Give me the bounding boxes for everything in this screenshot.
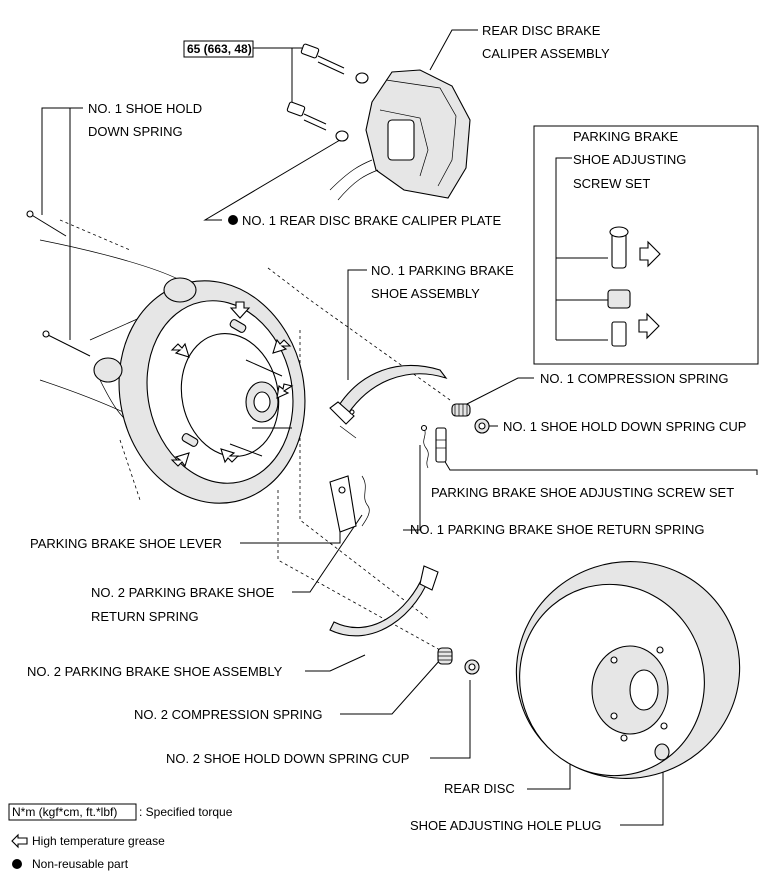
- legend-torque-key: N*m (kgf*cm, ft.*lbf): [12, 805, 117, 819]
- torque-key-box: [8, 803, 137, 821]
- return-spring2-label-line1: NO. 2 PARKING BRAKE SHOE: [91, 585, 275, 600]
- hold-down-pins: [26, 210, 91, 357]
- shoe2-label: NO. 2 PARKING BRAKE SHOE ASSEMBLY: [27, 664, 283, 679]
- adj-box-label-line1: PARKING BRAKE: [573, 129, 679, 144]
- legend-grease-text: High temperature grease: [32, 834, 165, 848]
- return-spring-1: [420, 424, 429, 469]
- compression-spring-1: [451, 403, 471, 417]
- return-spring2-label-line2: RETURN SPRING: [91, 609, 199, 624]
- spring-cup-1: [474, 418, 490, 434]
- comp-spring1-label: NO. 1 COMPRESSION SPRING: [540, 371, 729, 386]
- hold-spring-label-line2: DOWN SPRING: [88, 124, 183, 139]
- shoe1-label-line2: SHOE ASSEMBLY: [371, 286, 480, 301]
- compression-spring-2: [437, 647, 453, 665]
- shoe1-label-line1: NO. 1 PARKING BRAKE: [371, 263, 514, 278]
- cup2-label: NO. 2 SHOE HOLD DOWN SPRING CUP: [166, 751, 409, 766]
- hollow-arrow-icon: [11, 833, 28, 849]
- adjusting-screw-detail-box: [533, 125, 759, 365]
- adjusting-screw-set: [435, 427, 447, 463]
- adj-box-label-line3: SCREW SET: [573, 176, 650, 191]
- parking-brake-shoe-2: [329, 565, 439, 637]
- legend-nonreusable-text: Non-reusable part: [32, 857, 129, 871]
- nonreusable-dot-icon: [228, 215, 238, 225]
- rear-disc-label: REAR DISC: [444, 781, 515, 796]
- backing-plate-hub: [39, 239, 306, 504]
- caliper-bolt-upper: [300, 43, 369, 84]
- spring-cup-2: [464, 659, 480, 675]
- hole-plug-label: SHOE ADJUSTING HOLE PLUG: [410, 818, 601, 833]
- rear-disc-rotor: [515, 561, 741, 779]
- caliper-bolt-lower: [286, 101, 349, 142]
- comp-spring2-label: NO. 2 COMPRESSION SPRING: [134, 707, 323, 722]
- parking-brake-shoe-lever: [329, 475, 370, 533]
- adj-screw-set-label: PARKING BRAKE SHOE ADJUSTING SCREW SET: [431, 485, 734, 500]
- lever-label: PARKING BRAKE SHOE LEVER: [30, 536, 222, 551]
- legend-torque-text: : Specified torque: [139, 805, 233, 819]
- caliper-label-line1: REAR DISC BRAKE: [482, 23, 601, 38]
- hole-plug: [654, 743, 670, 761]
- cup1-label: NO. 1 SHOE HOLD DOWN SPRING CUP: [503, 419, 746, 434]
- return-spring1-label: NO. 1 PARKING BRAKE SHOE RETURN SPRING: [410, 522, 704, 537]
- parking-brake-shoe-1: [329, 365, 448, 439]
- legend: N*m (kgf*cm, ft.*lbf) : Specified torque…: [8, 803, 233, 871]
- adj-box-label-line2: SHOE ADJUSTING: [573, 152, 686, 167]
- hold-spring-label-line1: NO. 1 SHOE HOLD: [88, 101, 202, 116]
- grease-arrow-icon: [170, 301, 294, 468]
- torque-value: 65 (663, 48): [187, 42, 252, 56]
- labels: 65 (663, 48) REAR DISC BRAKE CALIPER ASS…: [27, 23, 746, 833]
- caliper-assembly: [286, 43, 471, 201]
- caliper-label-line2: CALIPER ASSEMBLY: [482, 46, 610, 61]
- filled-dot-icon: [12, 859, 22, 869]
- caliper-plate-label: NO. 1 REAR DISC BRAKE CALIPER PLATE: [242, 213, 501, 228]
